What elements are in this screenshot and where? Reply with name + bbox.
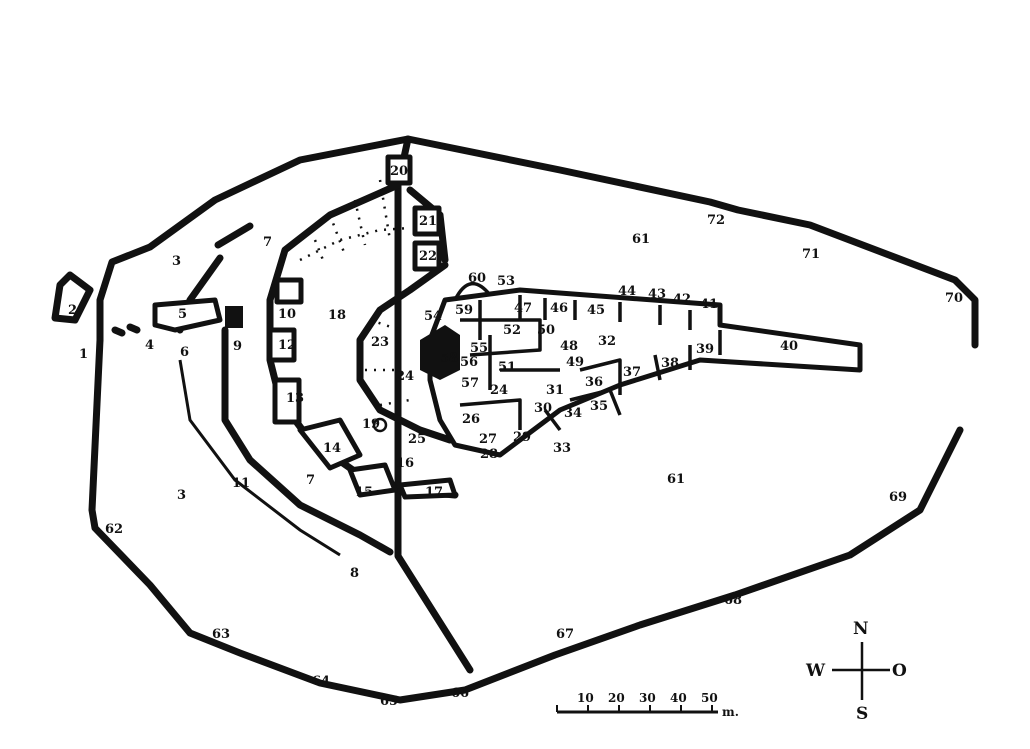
plan-label: 65 — [380, 694, 398, 709]
plan-label: 58 — [440, 351, 458, 366]
scale-tick-label: 10 — [577, 691, 594, 705]
plan-label: 69 — [889, 490, 907, 505]
plan-label: 7 — [263, 235, 272, 250]
plan-label: 4 — [145, 338, 154, 353]
plan-label: 63 — [212, 627, 230, 642]
plan-label: 59 — [455, 303, 473, 318]
plan-label: 49 — [566, 355, 584, 370]
ring-towers — [267, 154, 458, 500]
plan-label: 60 — [468, 271, 486, 286]
plan-label: 43 — [648, 287, 666, 302]
plan-label: 44 — [618, 284, 636, 299]
scale-tick-label: 40 — [670, 691, 687, 705]
plan-label: 11 — [232, 476, 250, 491]
compass-north: N — [853, 619, 869, 639]
plan-label: 41 — [700, 297, 718, 312]
plan-label: 68 — [724, 593, 742, 608]
compass-east: O — [892, 661, 907, 681]
plan-label: 61 — [632, 232, 650, 247]
plan-label: 33 — [553, 441, 571, 456]
inner-keep — [372, 282, 863, 458]
plan-label: 6 — [180, 345, 189, 360]
plan-label: 72 — [707, 213, 725, 228]
scale-tick-label: 20 — [608, 691, 625, 705]
plan-label: 37 — [623, 365, 641, 380]
plan-label: 48 — [560, 339, 578, 354]
plan-label: 31 — [546, 383, 564, 398]
plan-label: 16 — [396, 456, 414, 471]
plan-label: 50 — [537, 323, 555, 338]
compass-west: W — [805, 661, 826, 681]
scale-bar: 10 20 30 40 50 m. — [556, 691, 739, 719]
plan-label: 32 — [598, 334, 616, 349]
plan-label: 14 — [323, 441, 341, 456]
plan-label: 28 — [480, 447, 498, 462]
scale-unit: m. — [722, 705, 739, 719]
plan-label: 15 — [355, 485, 373, 500]
plan-label: 27 — [479, 432, 497, 447]
plan-label: 42 — [673, 292, 691, 307]
plan-labels: 1 2 3 3 4 5 6 7 7 8 9 10 11 12 13 14 15 … — [68, 164, 963, 709]
plan-label: 21 — [419, 214, 437, 229]
plan-label: 10 — [278, 307, 296, 322]
plan-label: 18 — [328, 308, 346, 323]
plan-label: 7 — [306, 473, 315, 488]
plan-label: 26 — [462, 412, 480, 427]
plan-label: 24 — [490, 383, 508, 398]
plan-label: 34 — [564, 406, 582, 421]
plan-label: 12 — [278, 338, 296, 353]
plan-label: 13 — [286, 391, 304, 406]
plan-label: 35 — [590, 399, 608, 414]
plan-label: 45 — [587, 303, 605, 318]
plan-label: 39 — [696, 342, 714, 357]
plan-label: 54 — [424, 309, 442, 324]
plan-label: 36 — [585, 375, 603, 390]
plan-label: 47 — [514, 301, 532, 316]
plan-label: 25 — [408, 432, 426, 447]
plan-label: 70 — [945, 291, 963, 306]
scale-tick-label: 30 — [639, 691, 656, 705]
plan-label: 22 — [419, 249, 437, 264]
plan-label: 67 — [556, 627, 574, 642]
western-gate-works — [51, 271, 394, 557]
plan-label: 51 — [498, 360, 516, 375]
compass-south: S — [856, 704, 868, 724]
plan-label: 30 — [534, 401, 552, 416]
plan-label: 20 — [390, 164, 408, 179]
plan-label: 46 — [550, 301, 568, 316]
plan-label: 53 — [497, 274, 515, 289]
plan-label: 9 — [233, 339, 242, 354]
plan-label: 61 — [667, 472, 685, 487]
plan-label: 5 — [178, 307, 187, 322]
plan-label: 57 — [461, 376, 479, 391]
plan-label: 3 — [177, 488, 186, 503]
plan-label: 3 — [172, 254, 181, 269]
plan-label: 56 — [460, 355, 478, 370]
plan-label: 19 — [362, 417, 380, 432]
plan-label: 62 — [105, 522, 123, 537]
plan-label: 38 — [661, 356, 679, 371]
plan-label: 40 — [780, 339, 798, 354]
scale-tick-label: 50 — [701, 691, 718, 705]
plan-label: 71 — [802, 247, 820, 262]
plan-label: 24 — [396, 369, 414, 384]
plan-label: 64 — [312, 674, 330, 689]
plan-label: 29 — [513, 430, 531, 445]
plan-label: 1 — [79, 347, 88, 362]
plan-label: 8 — [350, 566, 359, 581]
plan-label: 66 — [451, 686, 469, 701]
plan-label: 17 — [425, 485, 443, 500]
plan-label: 55 — [470, 341, 488, 356]
compass-rose: N S W O — [805, 619, 907, 724]
plan-label: 2 — [68, 303, 77, 318]
plan-label: 23 — [371, 335, 389, 350]
plan-label: 52 — [503, 323, 521, 338]
